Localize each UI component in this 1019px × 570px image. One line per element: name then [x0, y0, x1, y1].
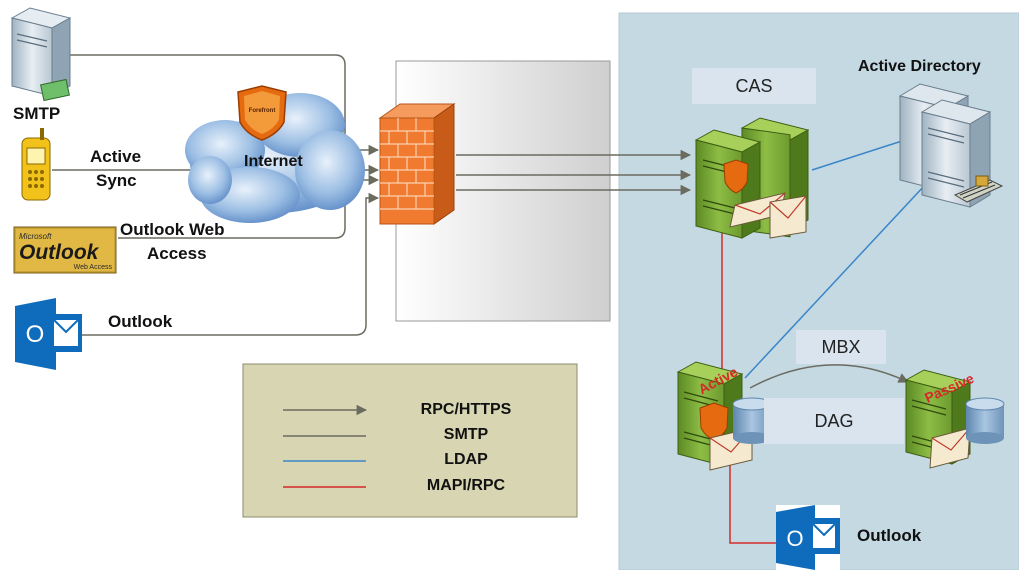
cas-server-icon [694, 117, 810, 239]
activesync-phone-icon [21, 128, 51, 201]
ldap-connectors [744, 139, 926, 379]
legend-box [242, 363, 578, 518]
smtp-label: SMTP [13, 104, 61, 123]
cas-label: CAS [692, 68, 816, 104]
owa-label-line2: Access [147, 244, 207, 263]
outlook-client-label: Outlook [108, 312, 173, 331]
dag-replication-arc [749, 364, 909, 389]
owa-label-line1: Outlook Web [120, 220, 225, 239]
svg-text:O: O [786, 526, 803, 551]
legend-label-ldap: LDAP [444, 451, 488, 468]
passive-database-disk-icon [965, 397, 1005, 444]
active-sync-label-line2: Sync [96, 171, 137, 190]
datacenter-outlook-icon: O [776, 505, 840, 570]
datacenter-outlook-label: Outlook [857, 526, 922, 545]
mbx-label: MBX [796, 330, 886, 364]
legend-label-mapi-rpc: MAPI/RPC [426, 477, 506, 494]
forefront-shield-icon: Forefront [237, 85, 287, 141]
internet-label: Internet [244, 153, 303, 170]
smtp-server-icon [10, 7, 72, 102]
firewall-to-cas-connectors [456, 149, 692, 196]
outlook-web-access-logo: Microsoft Outlook Web Access [13, 226, 117, 274]
svg-text:O: O [26, 321, 45, 348]
dag-label: DAG [764, 398, 904, 444]
legend-swatches [283, 404, 368, 488]
internet-cloud [185, 93, 365, 223]
active-sync-label-line1: Active [90, 147, 142, 166]
passive-mailbox-server-icon [904, 369, 1005, 469]
firewall-icon [378, 103, 456, 225]
active-directory-label: Active Directory [858, 58, 981, 75]
svg-text:Microsoft: Microsoft [19, 232, 52, 241]
forefront-text: Forefront [249, 108, 276, 114]
legend-label-smtp: SMTP [443, 426, 489, 443]
svg-text:Web Access: Web Access [74, 264, 113, 271]
active-directory-server-icon [898, 83, 1004, 208]
mapi-connectors [721, 212, 778, 544]
svg-text:Outlook: Outlook [19, 241, 100, 264]
outlook-client-icon: O [15, 298, 82, 370]
legend-label-rpc-https: RPC/HTTPS [420, 401, 512, 418]
